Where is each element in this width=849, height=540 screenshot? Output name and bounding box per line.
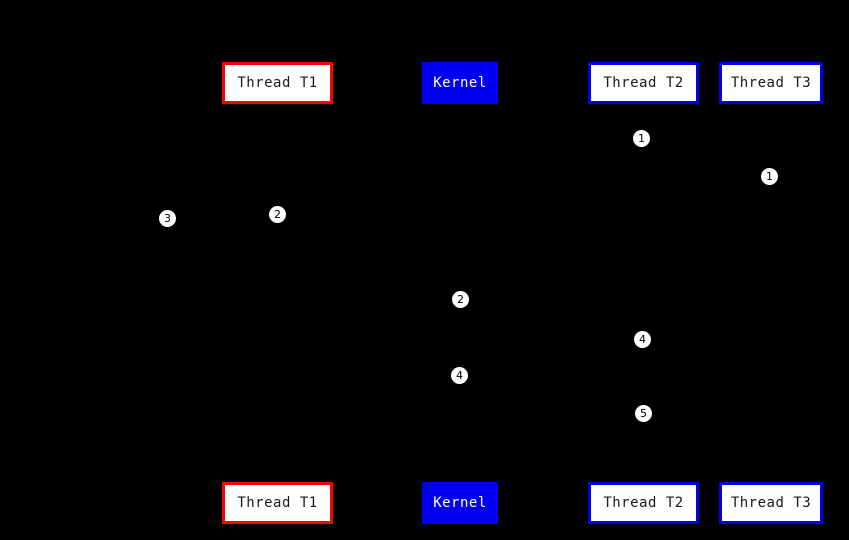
participant-box-kernel-bottom[interactable]: Kernel bbox=[422, 482, 498, 524]
participant-label: Kernel bbox=[433, 75, 487, 91]
participant-label: Thread T2 bbox=[603, 75, 684, 91]
participant-label: Thread T2 bbox=[603, 495, 684, 511]
message-arrow bbox=[770, 104, 771, 176]
participant-box-kernel-top[interactable]: Kernel bbox=[422, 62, 498, 104]
step-marker-3: 3 bbox=[159, 210, 176, 227]
participant-box-thread-t1-bottom[interactable]: Thread T1 bbox=[222, 482, 333, 524]
participant-label: Thread T3 bbox=[730, 75, 812, 91]
participant-box-thread-t1-top[interactable]: Thread T1 bbox=[222, 62, 333, 104]
participant-label: Thread T1 bbox=[237, 495, 318, 511]
message-arrow bbox=[642, 339, 643, 413]
participant-label: Thread T1 bbox=[237, 75, 318, 91]
message-arrow bbox=[459, 299, 643, 340]
step-marker-1: 1 bbox=[761, 168, 778, 185]
participant-label: Thread T3 bbox=[730, 495, 812, 511]
lifeline-t3 bbox=[771, 104, 772, 482]
lifeline-t2 bbox=[643, 104, 644, 482]
message-arrow bbox=[166, 213, 277, 218]
participant-label: Kernel bbox=[433, 495, 487, 511]
step-marker-2: 2 bbox=[269, 206, 286, 223]
lifeline-t1 bbox=[277, 104, 278, 482]
step-marker-2: 2 bbox=[452, 291, 469, 308]
step-marker-4: 4 bbox=[634, 331, 651, 348]
step-marker-5: 5 bbox=[635, 405, 652, 422]
participant-box-thread-t2-top[interactable]: Thread T2 bbox=[588, 62, 699, 104]
participant-box-thread-t3-bottom[interactable]: Thread T3 bbox=[719, 482, 823, 524]
message-arrow bbox=[276, 214, 460, 300]
step-marker-4: 4 bbox=[451, 367, 468, 384]
participant-box-thread-t2-bottom[interactable]: Thread T2 bbox=[588, 482, 699, 524]
step-marker-1: 1 bbox=[633, 130, 650, 147]
participant-box-thread-t3-top[interactable]: Thread T3 bbox=[719, 62, 823, 104]
